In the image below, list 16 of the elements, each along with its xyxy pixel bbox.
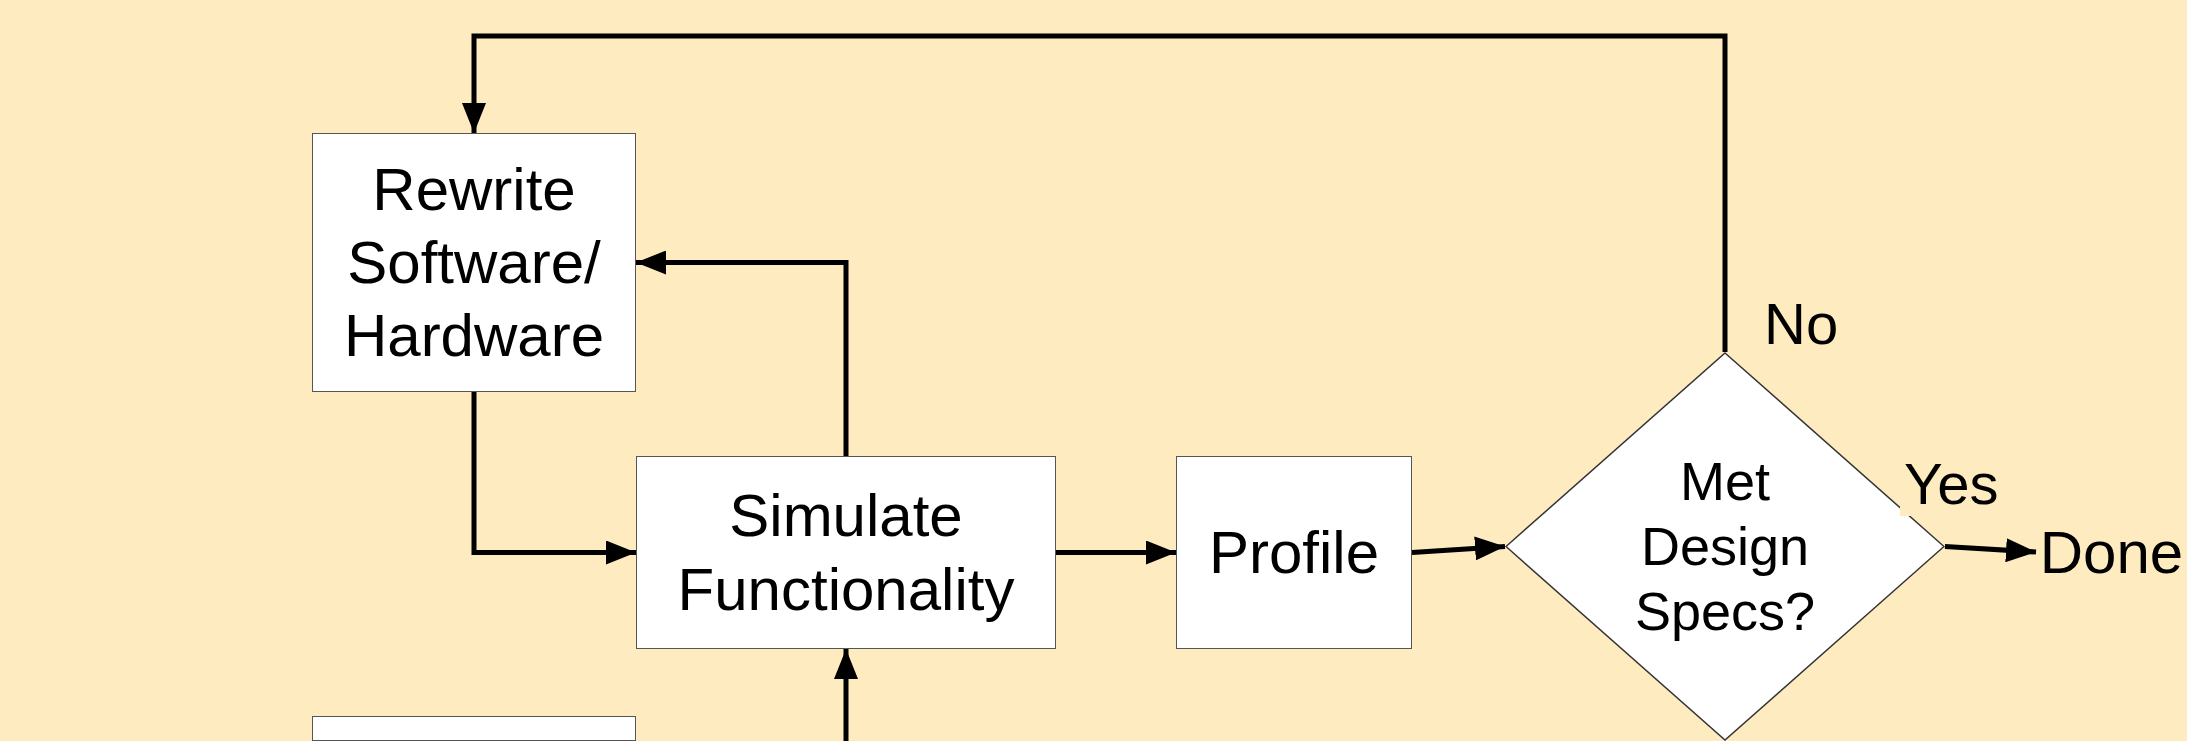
arrow xyxy=(1411,536,1506,561)
node-text: Profile xyxy=(1208,517,1380,588)
arrow xyxy=(1944,538,2037,563)
end-text: Done xyxy=(2036,512,2187,592)
node-text: Simulate Functionality xyxy=(676,481,1016,625)
process-box xyxy=(1176,456,1412,649)
arrow xyxy=(834,649,858,741)
process-box xyxy=(636,456,1056,649)
process-box xyxy=(312,716,636,741)
arrow xyxy=(462,33,1728,352)
arrow xyxy=(1056,540,1176,565)
node-text: Met Design Specs? xyxy=(1633,450,1817,643)
arrow xyxy=(471,392,636,565)
process-box xyxy=(312,133,636,392)
arrow xyxy=(636,250,849,456)
node-text: Rewrite Software/ Hardware xyxy=(342,154,606,372)
